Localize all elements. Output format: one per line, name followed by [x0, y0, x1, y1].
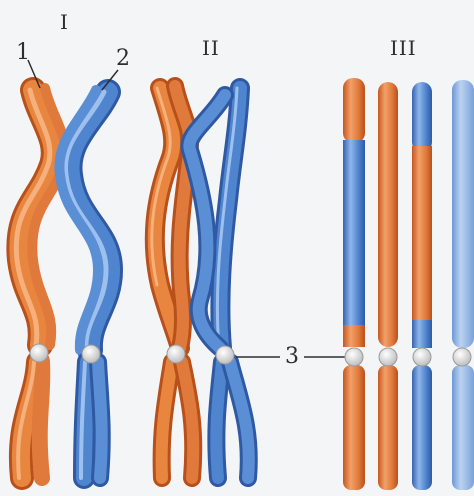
stage-3-chromatid-c — [412, 82, 432, 490]
stage-3-chromatid-b — [378, 82, 398, 490]
stage-3-chromatids — [343, 78, 474, 490]
stage-3-chromatid-d — [452, 80, 474, 490]
stage-2-title: II — [202, 38, 220, 58]
stage-2-centromere-blue — [216, 346, 234, 364]
stage-2-centromere-orange — [167, 345, 185, 363]
label-centromere-3: 3 — [285, 346, 299, 368]
stage-3-title: III — [390, 38, 417, 58]
stage-1-chromosome-pair — [16, 88, 110, 478]
stage-1-centromere-orange — [30, 344, 48, 362]
stage-1-centromere-blue — [82, 345, 100, 363]
stage-3-centromere-a — [345, 348, 363, 366]
stage-3-centromere-b — [379, 348, 397, 366]
stage-1-title: I — [60, 12, 69, 32]
stage-3-centromere-d — [453, 348, 471, 366]
stage-3-centromere-c — [413, 348, 431, 366]
stage-2-chromosome-pair — [152, 86, 249, 478]
stage-3-chromatid-a — [343, 78, 365, 490]
label-chromatid-1: 1 — [16, 42, 30, 64]
label-chromatid-2: 2 — [116, 48, 130, 70]
